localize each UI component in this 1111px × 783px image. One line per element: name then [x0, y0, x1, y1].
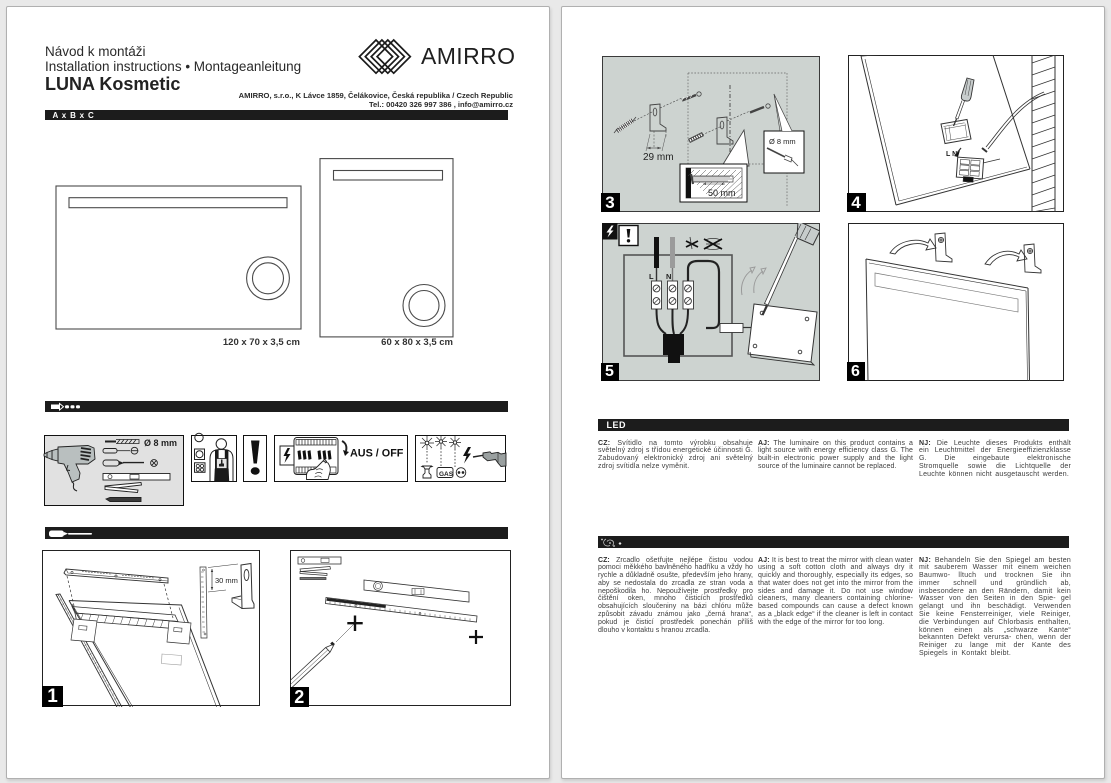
svg-text:29 mm: 29 mm — [643, 152, 674, 163]
svg-text:L: L — [649, 272, 654, 281]
svg-text:Ø 8 mm: Ø 8 mm — [144, 438, 177, 448]
svg-text:N: N — [666, 272, 671, 281]
svg-text:GAS: GAS — [439, 471, 454, 478]
svg-text:L N: L N — [946, 151, 957, 158]
svg-text:AUS / OFF: AUS / OFF — [350, 448, 404, 460]
svg-text:50 mm: 50 mm — [708, 188, 736, 198]
svg-text:Ø 8 mm: Ø 8 mm — [769, 137, 796, 146]
svg-text:30 mm: 30 mm — [215, 576, 238, 585]
